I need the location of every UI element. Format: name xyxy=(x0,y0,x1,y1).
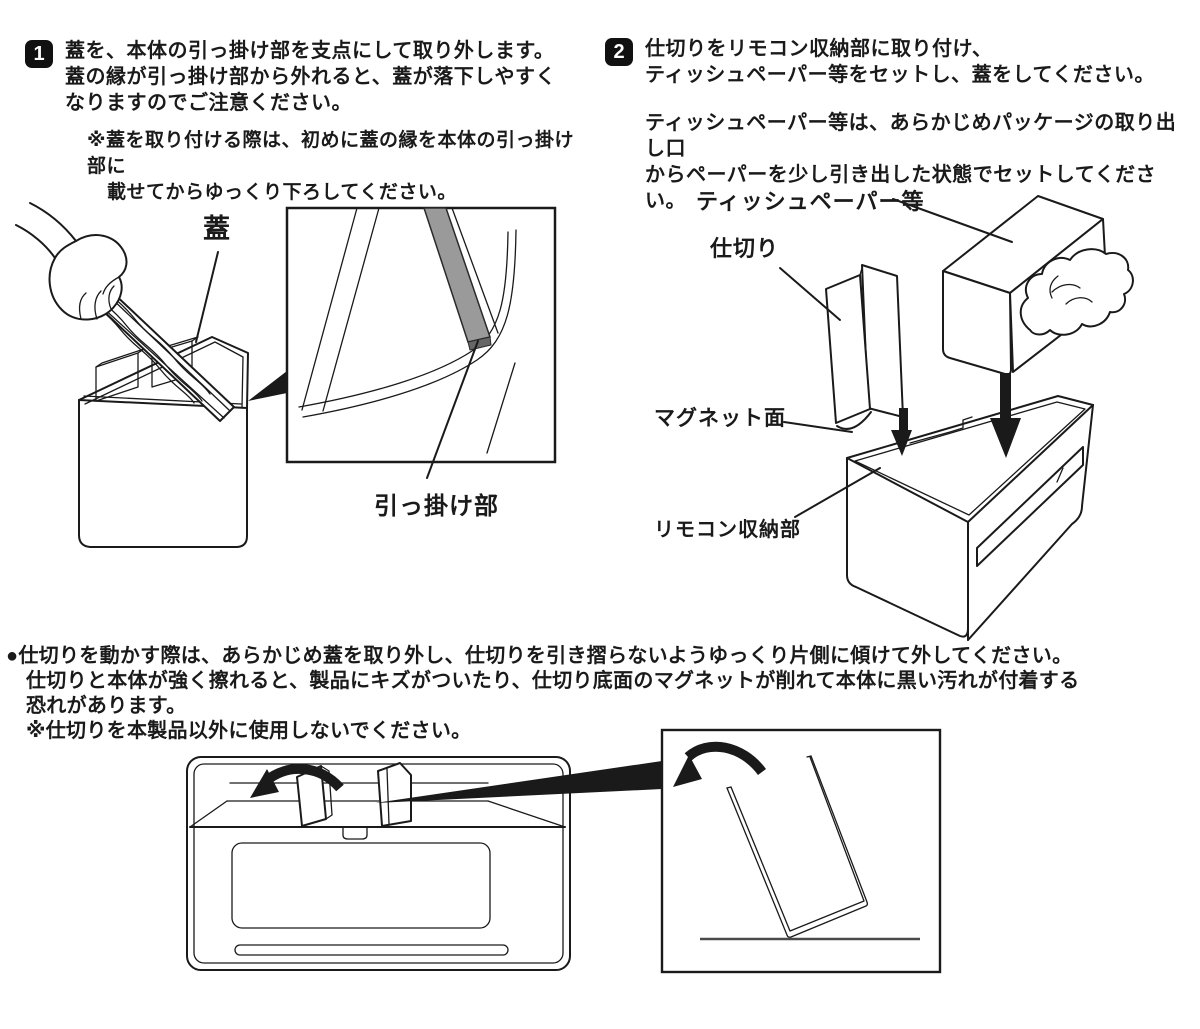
box-top-view-drawing xyxy=(186,756,571,971)
step-1-line: なりますのでご注意ください。 xyxy=(65,92,352,114)
tissue-paper-drawing xyxy=(1019,248,1134,336)
step-1-line: 蓋の縁が引っ掛け部から外れると、蓋が落下しやすく xyxy=(65,66,556,88)
step-2-note: ティッシュペーパー等は、あらかじめパッケージの取り出し口 からペーパーを少し引き… xyxy=(645,110,1195,214)
lid-leader-line xyxy=(195,251,219,343)
caution-note: ●仕切りを動かす際は、あらかじめ蓋を取り外し、仕切りを引き摺らないようゆっくり片… xyxy=(6,644,1196,744)
divider-drawing xyxy=(825,264,904,430)
magnet-leader-line xyxy=(783,421,853,433)
divider-removal-illustration xyxy=(186,728,942,974)
hand-arm-drawing xyxy=(15,202,128,321)
step-1-note-line: ※蓋を取り付ける際は、初めに蓋の縁を本体の引っ掛け部に xyxy=(87,130,574,177)
hook-detail-drawing xyxy=(298,207,517,454)
caution-line: 恐れがあります。 xyxy=(26,695,187,717)
tissue-leader-line xyxy=(892,198,1013,243)
magnified-view-frame xyxy=(285,206,557,464)
hook-detail-inset xyxy=(285,206,557,479)
lid-label: 蓋 xyxy=(203,214,231,244)
step-1-text: 蓋を、本体の引っ掛け部を支点にして取り外します。 蓋の縁が引っ掛け部から外れると… xyxy=(65,38,585,206)
callout-pointer xyxy=(375,761,662,803)
step-1-section: 1 蓋を、本体の引っ掛け部を支点にして取り外します。 蓋の縁が引っ掛け部から外れ… xyxy=(25,38,585,206)
step-1-note-line: 載せてからゆっくり下ろしてください。 xyxy=(107,182,457,203)
tissue-label: ティッシュペーパー等 xyxy=(696,189,925,214)
caution-line: ※仕切りを本製品以外に使用しないでください。 xyxy=(26,720,472,742)
divider-leader-line xyxy=(779,267,841,321)
magnet-label: マグネット面 xyxy=(654,407,786,430)
magnet-face-edge xyxy=(836,411,872,430)
divider-label: 仕切り xyxy=(710,236,780,261)
step-2-note-line: ティッシュペーパー等は、あらかじめパッケージの取り出し口 xyxy=(645,112,1177,160)
hook-leader-line xyxy=(426,340,479,479)
tissue-box-drawing xyxy=(942,195,1134,376)
lid-removal-illustration xyxy=(15,202,287,548)
caution-line: ●仕切りを動かす際は、あらかじめ蓋を取り外し、仕切りを引き摺らないようゆっくり片… xyxy=(6,645,1073,667)
tilt-arrow-icon xyxy=(673,741,767,787)
zoom-pointer-triangle xyxy=(248,371,287,401)
tilted-divider-drawing xyxy=(726,755,868,938)
step-2-note-line: からペーパーを少し引き出した状態でセットしてください。 xyxy=(645,164,1157,212)
step-1-number-badge: 1 xyxy=(25,40,53,68)
step-1-line: 蓋を、本体の引っ掛け部を支点にして取り外します。 xyxy=(65,40,555,62)
step-2-section: 2 仕切りをリモコン収納部に取り付け、 ティッシュペーパー等をセットし、蓋をして… xyxy=(605,36,1195,214)
hook-strip-end xyxy=(467,336,492,351)
tilt-detail-inset-frame xyxy=(660,728,942,974)
insert-arrow-icon xyxy=(990,373,1021,458)
step-1-note: ※蓋を取り付ける際は、初めに蓋の縁を本体の引っ掛け部に 載せてからゆっくり下ろし… xyxy=(87,128,585,206)
caution-line: 仕切りと本体が強く擦れると、製品にキズがついたり、仕切り底面のマグネットが削れて… xyxy=(26,670,1080,692)
tilt-arrow-icon xyxy=(250,764,344,798)
insert-arrow-icon xyxy=(891,408,912,456)
remote-leader-line xyxy=(794,467,881,518)
remote-storage-box-drawing xyxy=(846,395,1094,641)
assembly-illustration xyxy=(779,195,1134,641)
step-2-line: ティッシュペーパー等をセットし、蓋をしてください。 xyxy=(645,64,1155,86)
remote-label: リモコン収納部 xyxy=(654,519,801,541)
step-2-text: 仕切りをリモコン収納部に取り付け、 ティッシュペーパー等をセットし、蓋をしてくだ… xyxy=(645,36,1195,214)
step-2-line: 仕切りをリモコン収納部に取り付け、 xyxy=(645,38,993,60)
step-2-number-badge: 2 xyxy=(605,38,633,66)
hook-label: 引っ掛け部 xyxy=(374,493,499,520)
lid-drawing xyxy=(95,289,235,422)
